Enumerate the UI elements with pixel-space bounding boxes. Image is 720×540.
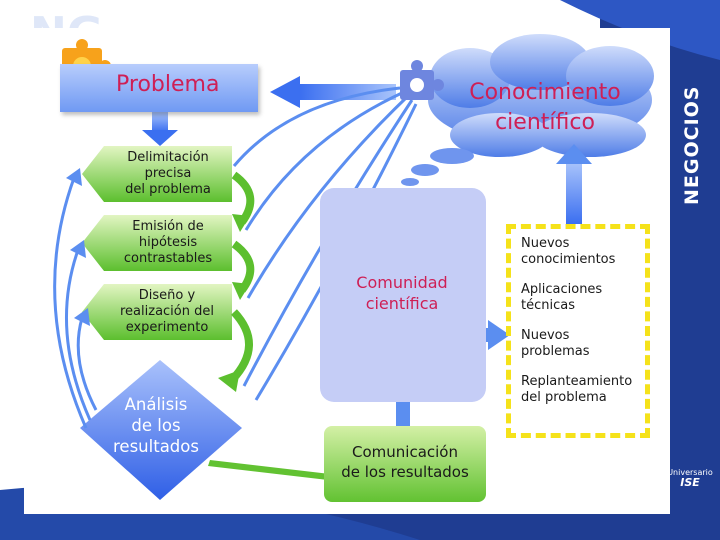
results-box: [506, 224, 650, 438]
green-arrowheads: [218, 214, 250, 392]
communication-line-2: de los resultados: [341, 463, 469, 481]
green-arrows: [229, 171, 255, 383]
result-3-line-1: Nuevos: [521, 328, 570, 343]
result-1-line-2: conocimientos: [521, 252, 616, 267]
analysis-line-1: Análisis: [124, 395, 188, 414]
cloud-shape: [401, 34, 654, 186]
result-2-line-2: técnicas: [521, 298, 575, 313]
step-3-line-2: realización del: [120, 304, 214, 319]
person-icon: [400, 60, 444, 100]
result-4-line-1: Replanteamiento: [521, 374, 633, 389]
analysis-line-3: resultados: [113, 437, 199, 456]
brand-line2: ISE: [680, 476, 700, 489]
feedback-arrows-left: [53, 177, 98, 429]
community-line-1: Comunidad: [356, 273, 448, 292]
arrow-analysis-to-communication: [208, 460, 330, 480]
result-1-line-1: Nuevos: [521, 236, 570, 251]
communication-box: [324, 426, 486, 502]
step-2-line-2: hipótesis: [138, 235, 198, 250]
analysis-label: Análisis de los resultados: [100, 394, 212, 457]
result-item-2: Aplicaciones técnicas: [521, 282, 649, 314]
result-3-line-2: problemas: [521, 344, 590, 359]
result-item-3: Nuevos problemas: [521, 328, 649, 360]
step-1-line-2: precisa: [144, 166, 192, 181]
communication-line-1: Comunicación: [352, 443, 458, 461]
analysis-line-2: de los: [131, 416, 181, 435]
arrow-problem-down: [142, 112, 178, 146]
communication-label: Comunicación de los resultados: [324, 442, 486, 482]
step-shape-3: [82, 284, 232, 340]
step-label-2: Emisión de hipótesis contrastables: [106, 219, 230, 267]
cloud-line2: científico: [495, 110, 595, 135]
step-3-line-3: experimento: [125, 320, 209, 335]
problem-box: [60, 64, 258, 112]
step-shape-2: [82, 215, 232, 271]
brand-logo: Universario ISE: [660, 468, 720, 488]
step-label-3: Diseño y realización del experimento: [100, 288, 234, 336]
result-4-line-2: del problema: [521, 390, 607, 405]
step-2-line-1: Emisión de: [132, 219, 204, 234]
brand-line1: Universario: [667, 468, 713, 477]
community-label: Comunidad científica: [336, 272, 468, 314]
result-2-line-1: Aplicaciones: [521, 282, 603, 297]
arrow-cloud-to-problem: [270, 76, 396, 108]
analysis-diamond: [80, 360, 242, 500]
result-item-1: Nuevos conocimientos: [521, 236, 649, 268]
result-item-4: Replanteamiento del problema: [521, 374, 649, 406]
step-label-1: Delimitación precisa del problema: [106, 150, 230, 198]
results-list: Nuevos conocimientos Aplicaciones técnic…: [521, 236, 649, 420]
step-3-line-1: Diseño y: [138, 288, 196, 303]
cloud-line1: Conocimiento: [469, 80, 621, 105]
step-2-line-3: contrastables: [123, 251, 213, 266]
step-1-line-3: del problema: [125, 182, 211, 197]
problem-label: Problema: [116, 72, 220, 97]
feedback-arrowheads-left: [66, 168, 90, 326]
community-line-2: científica: [365, 294, 439, 313]
arrow-results-to-cloud: [556, 144, 592, 224]
cloud-label: Conocimiento científico: [440, 78, 650, 138]
community-panel: [320, 188, 486, 402]
step-1-line-1: Delimitación: [127, 150, 209, 165]
step-shape-1: [82, 146, 232, 202]
